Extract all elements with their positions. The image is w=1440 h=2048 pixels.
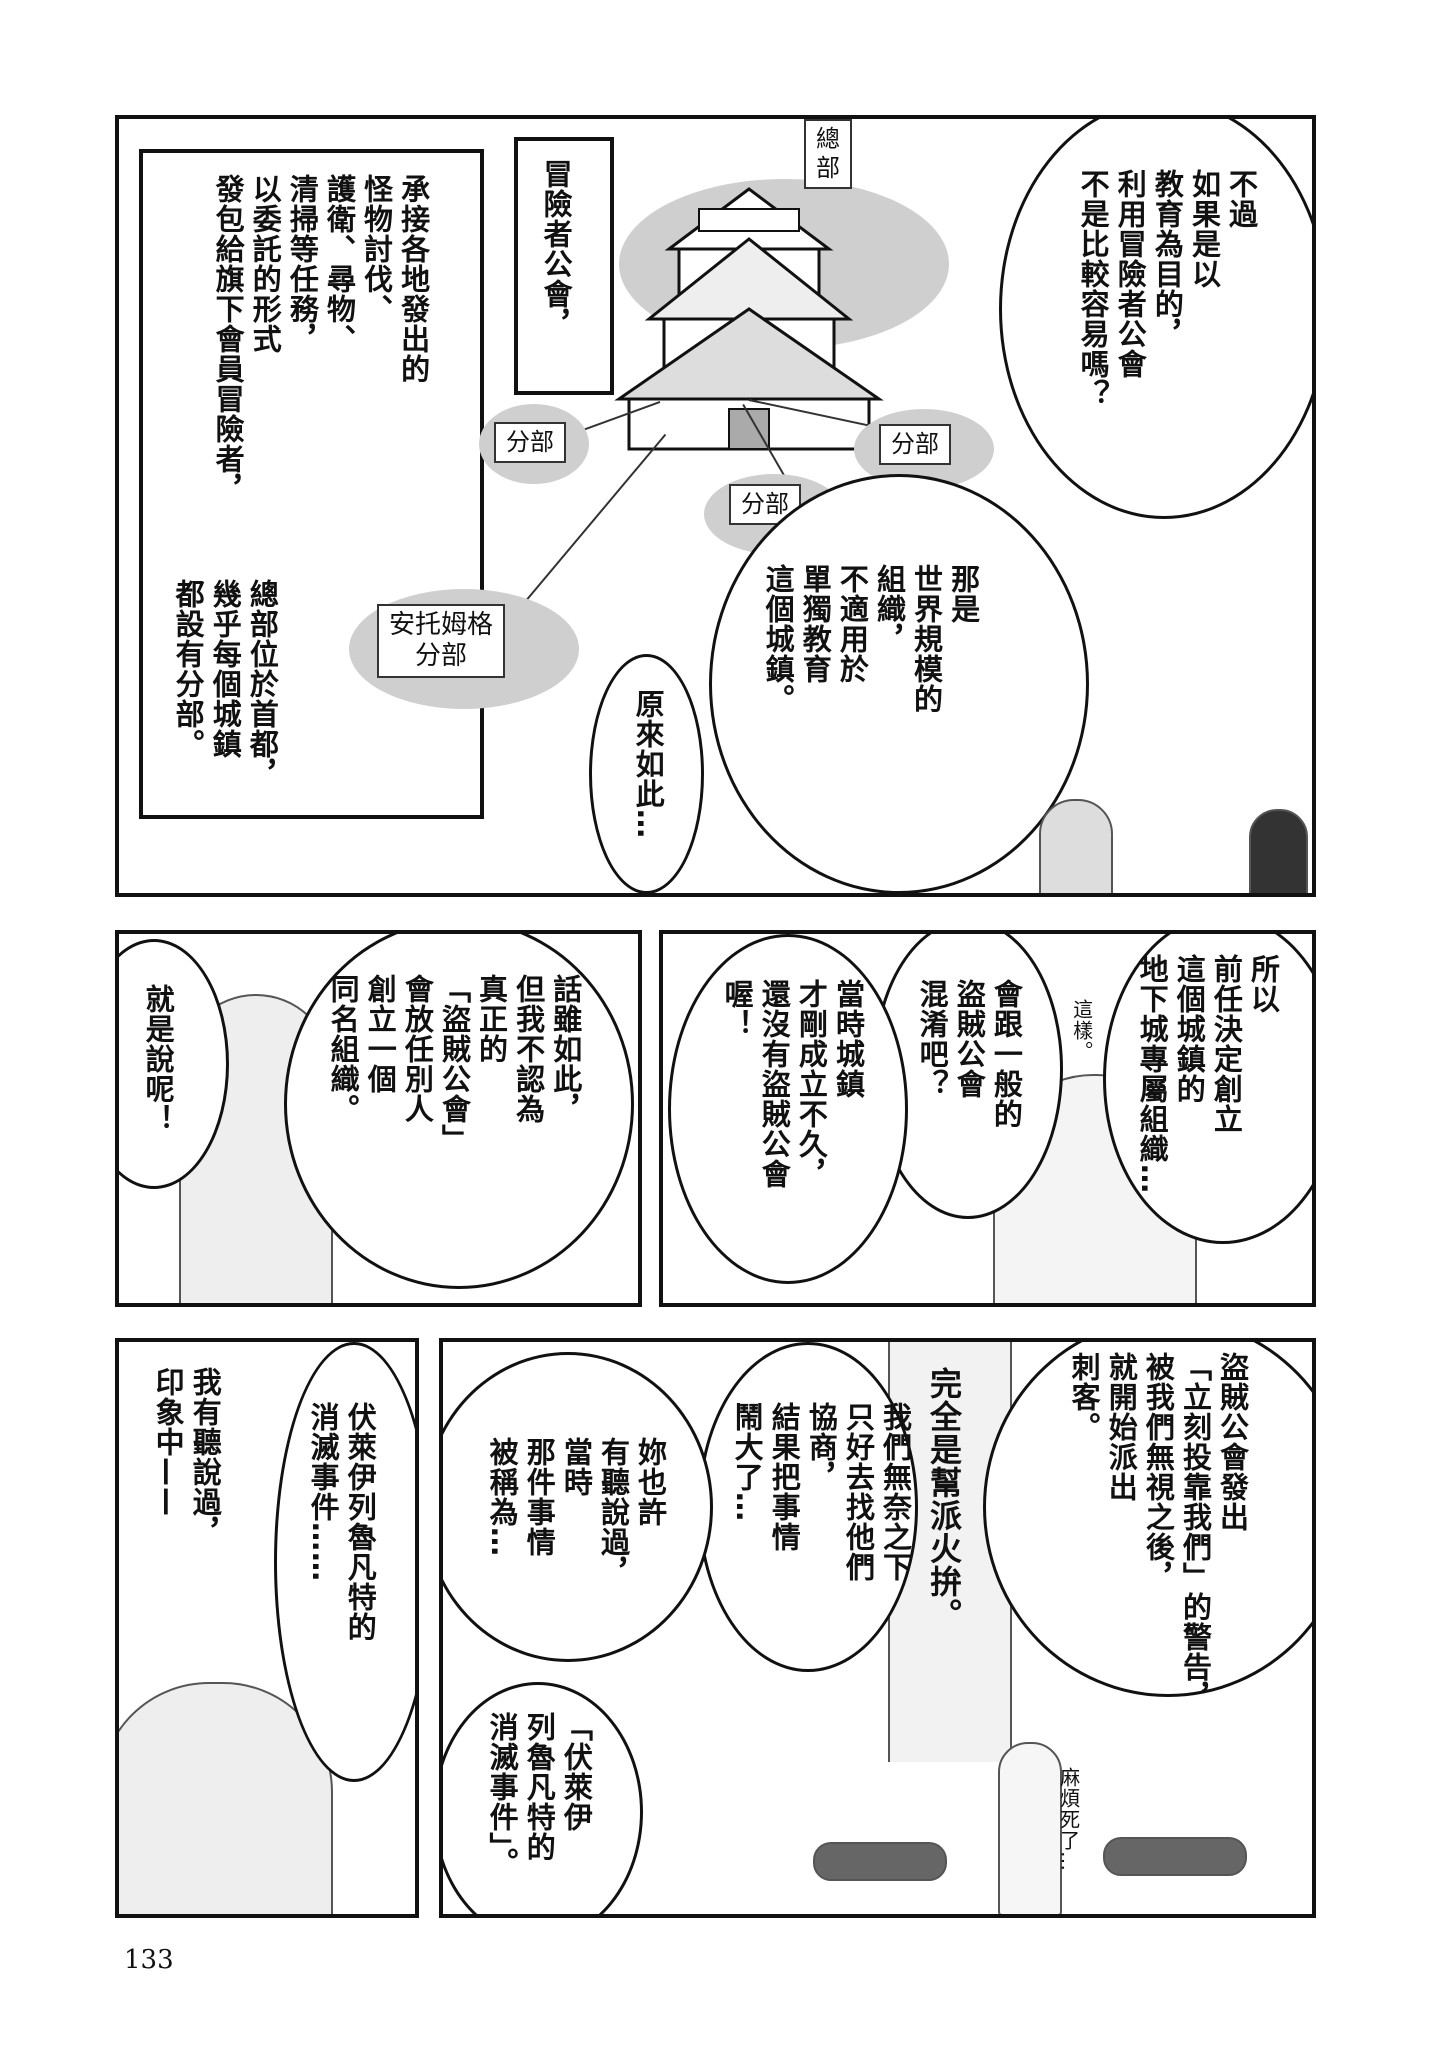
speech-text: 不過 如果是以 教育為目的， 利用冒險者公會 不是比較容易嗎？ xyxy=(1076,169,1259,409)
speech-bubble xyxy=(284,934,634,1289)
speech-bubble xyxy=(274,1342,415,1782)
speech-text: 就是說呢！ xyxy=(141,984,176,1134)
panel-2-left: 就是說呢！ 話雖如此， 但我不認為 真正的 「盜賊公會」 會放任別人 創立一個 … xyxy=(115,930,642,1307)
speech-bubble xyxy=(983,1342,1312,1697)
panel-1: 冒險者公會， 承接各地發出的 怪物討伐、 護衛、尋物、 清掃等任務， 以委託的形… xyxy=(115,115,1316,897)
hq-sign: 總 部 xyxy=(804,119,852,189)
fallen-assassin xyxy=(1103,1837,1247,1876)
speech-text: 話雖如此， 但我不認為 真正的 「盜賊公會」 會放任別人 創立一個 同名組織。 xyxy=(326,974,583,1154)
panel-3-right: 麻煩死了… 盜賊公會發出 「立刻投靠我們」的警告， 被我們無視之後， 就開始派出… xyxy=(439,1338,1316,1918)
speech-bubble xyxy=(698,1342,918,1672)
narration-box xyxy=(139,149,484,819)
sfx-text: 麻煩死了… xyxy=(1056,1767,1081,1872)
speech-text: 當時城鎮 才剛成立不久， 還沒有盜賊公會 喔！ xyxy=(720,979,866,1189)
branch-label-antom: 安托姆格 分部 xyxy=(377,604,506,679)
speech-bubble xyxy=(999,119,1312,519)
speech-bubble xyxy=(443,1682,643,1914)
speech-text: 我們無奈之下 只好去找他們 協商， 結果把事情 鬧大了… xyxy=(730,1402,913,1582)
speech-bubble xyxy=(443,1352,713,1662)
character-figure xyxy=(1039,799,1113,893)
speech-text: 會跟一般的 盜賊公會 混淆吧？ xyxy=(915,979,1024,1129)
narration-title-box xyxy=(514,137,614,395)
narration-title: 冒險者公會， xyxy=(539,159,574,339)
thought-text: 我有聽說過， 印象中—— xyxy=(151,1367,223,1547)
branch-label: 分部 xyxy=(879,424,951,465)
speech-text-small: 這樣。 xyxy=(1069,999,1094,1062)
speech-text: 所以 前任決定創立 這個城鎮的 地下城專屬組織… xyxy=(1135,954,1281,1194)
character-figure xyxy=(998,1742,1062,1914)
speech-bubble xyxy=(1103,934,1312,1244)
fallen-assassin xyxy=(813,1842,947,1881)
narration-body: 承接各地發出的 怪物討伐、 護衛、尋物、 清掃等任務， 以委託的形式 發包給旗下… xyxy=(211,174,431,504)
character-figure xyxy=(1249,809,1308,893)
speech-text: 盜賊公會發出 「立刻投靠我們」的警告， 被我們無視之後， 就開始派出 刺客。 xyxy=(1067,1352,1250,1712)
speech-bubble xyxy=(589,654,704,893)
speech-bubble xyxy=(709,474,1089,893)
speech-text: 原來如此… xyxy=(631,689,666,839)
narration-text: 完全是幫派火拚。 xyxy=(924,1367,963,1631)
speech-text: 妳也許 有聽說過， 當時 那件事情 被稱為… xyxy=(485,1437,668,1587)
speech-text: 那是 世界規模的 組織， 不適用於 單獨教育 這個城鎮。 xyxy=(761,564,981,714)
speech-text: 「伏萊伊 列魯凡特的 消滅事件」。 xyxy=(485,1712,594,1878)
panel-2-right: 所以 前任決定創立 這個城鎮的 地下城專屬組織… 這樣。 會跟一般的 盜賊公會 … xyxy=(659,930,1316,1307)
branch-label: 分部 xyxy=(494,422,566,463)
narration-footer: 總部位於首都， 幾乎每個城鎮 都設有分部。 xyxy=(171,579,280,789)
page-number: 133 xyxy=(124,1945,174,1975)
character-figure xyxy=(119,1682,333,1914)
panel-3-left: 我有聽說過， 印象中—— 伏萊伊列魯凡特的 消滅事件…… xyxy=(115,1338,419,1918)
speech-bubble xyxy=(668,934,908,1284)
speech-text: 伏萊伊列魯凡特的 消滅事件…… xyxy=(306,1402,378,1642)
guild-building-illustration xyxy=(614,187,884,451)
